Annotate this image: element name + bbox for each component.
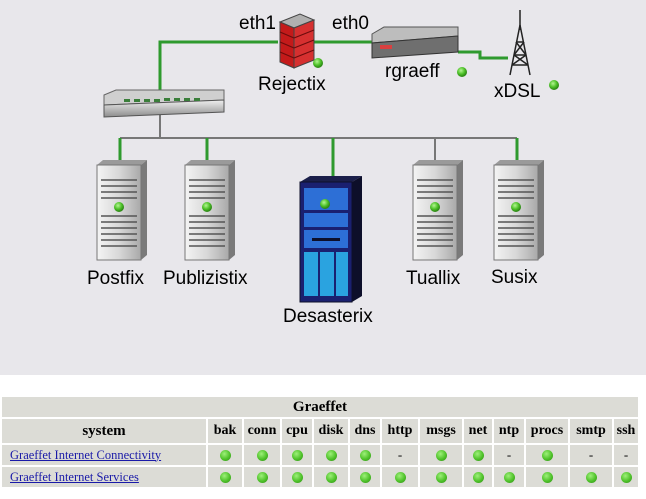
status-cell-net[interactable]	[464, 445, 492, 465]
node-publizistix-label[interactable]: Publizistix	[163, 268, 248, 289]
status-ok-icon[interactable]	[435, 471, 447, 483]
status-cell-bak[interactable]	[208, 445, 242, 465]
status-ok-icon[interactable]	[256, 471, 268, 483]
status-none-text: -	[397, 447, 403, 462]
status-ok-icon[interactable]	[472, 471, 484, 483]
system-column-header: system	[2, 419, 206, 443]
node-rejectix-label[interactable]: Rejectix	[258, 74, 326, 95]
status-cell-smtp[interactable]: -	[570, 445, 612, 465]
row-label-cell: Graeffet Internet Connectivity	[2, 445, 206, 465]
status-ok-icon[interactable]	[325, 449, 337, 461]
status-ok-icon[interactable]	[435, 449, 447, 461]
firewall-status-dot	[313, 58, 323, 68]
status-ok-icon[interactable]	[503, 471, 515, 483]
node-tuallix-label[interactable]: Tuallix	[406, 268, 461, 289]
status-cell-conn[interactable]	[244, 445, 280, 465]
status-cell-net[interactable]	[464, 467, 492, 487]
table-row: Graeffet Internet Services	[2, 467, 638, 487]
status-ok-icon[interactable]	[219, 471, 231, 483]
status-ok-icon[interactable]	[394, 471, 406, 483]
status-ok-icon[interactable]	[291, 471, 303, 483]
column-header-bak[interactable]: bak	[208, 419, 242, 443]
status-cell-dns[interactable]	[350, 467, 380, 487]
status-cell-disk[interactable]	[314, 445, 348, 465]
status-cell-ntp[interactable]	[494, 467, 524, 487]
iface-eth0-label: eth0	[332, 13, 369, 34]
node-desasterix-label[interactable]: Desasterix	[283, 306, 373, 327]
group-title-row: Graeffet	[2, 397, 638, 417]
node-postfix-label[interactable]: Postfix	[87, 268, 145, 289]
status-cell-dns[interactable]	[350, 445, 380, 465]
separator	[0, 375, 646, 395]
status-ok-icon[interactable]	[256, 449, 268, 461]
group-title: Graeffet	[2, 397, 638, 417]
server-desasterix-icon	[299, 176, 362, 303]
status-cell-msgs[interactable]	[420, 467, 462, 487]
status-cell-conn[interactable]	[244, 467, 280, 487]
status-cell-ssh[interactable]	[614, 467, 638, 487]
column-header-ssh[interactable]: ssh	[614, 419, 638, 443]
column-header-disk[interactable]: disk	[314, 419, 348, 443]
status-ok-icon[interactable]	[291, 449, 303, 461]
status-cell-http[interactable]	[382, 467, 418, 487]
topology-drawing	[96, 10, 559, 303]
iface-eth1-label: eth1	[239, 13, 276, 34]
status-cell-http[interactable]: -	[382, 445, 418, 465]
status-cell-bak[interactable]	[208, 467, 242, 487]
status-ok-icon[interactable]	[541, 449, 553, 461]
column-header-procs[interactable]: procs	[526, 419, 568, 443]
node-xdsl-label[interactable]: xDSL	[494, 81, 541, 102]
status-ok-icon[interactable]	[219, 449, 231, 461]
status-ok-icon[interactable]	[585, 471, 597, 483]
status-cell-cpu[interactable]	[282, 467, 312, 487]
router-icon	[371, 26, 467, 77]
status-none-text: -	[506, 447, 512, 462]
server-postfix-icon	[96, 160, 147, 261]
status-ok-icon[interactable]	[359, 449, 371, 461]
status-ok-icon[interactable]	[359, 471, 371, 483]
row-link[interactable]: Graeffet Internet Services	[10, 469, 139, 484]
column-header-conn[interactable]: conn	[244, 419, 280, 443]
status-ok-icon[interactable]	[325, 471, 337, 483]
status-none-text: -	[588, 447, 594, 462]
server-publizistix-icon	[184, 160, 235, 261]
status-cell-msgs[interactable]	[420, 445, 462, 465]
status-cell-procs[interactable]	[526, 445, 568, 465]
server-tuallix-icon	[412, 160, 463, 261]
status-cell-procs[interactable]	[526, 467, 568, 487]
row-link[interactable]: Graeffet Internet Connectivity	[10, 447, 162, 462]
column-header-net[interactable]: net	[464, 419, 492, 443]
firewall-icon	[278, 13, 323, 69]
network-topology-map: eth1 eth0 Rejectix rgraeff xDSL Postfix …	[87, 10, 559, 327]
network-switch-icon	[103, 89, 225, 118]
xdsl-status-dot	[549, 80, 559, 90]
column-header-http[interactable]: http	[382, 419, 418, 443]
server-susix-icon	[493, 160, 544, 261]
network-links	[118, 40, 519, 180]
status-none-text: -	[623, 447, 629, 462]
status-ok-icon[interactable]	[620, 471, 632, 483]
status-ok-icon[interactable]	[472, 449, 484, 461]
status-cell-smtp[interactable]	[570, 467, 612, 487]
column-header-dns[interactable]: dns	[350, 419, 380, 443]
table-row: Graeffet Internet Connectivity - - - -	[2, 445, 638, 465]
router-status-dot	[457, 67, 467, 77]
antenna-tower-icon	[509, 10, 559, 90]
column-header-smtp[interactable]: smtp	[570, 419, 612, 443]
status-cell-disk[interactable]	[314, 467, 348, 487]
column-header-msgs[interactable]: msgs	[420, 419, 462, 443]
status-cell-ntp[interactable]: -	[494, 445, 524, 465]
column-header-cpu[interactable]: cpu	[282, 419, 312, 443]
column-header-ntp[interactable]: ntp	[494, 419, 524, 443]
node-rgraeff-label[interactable]: rgraeff	[385, 61, 440, 82]
status-ok-icon[interactable]	[541, 471, 553, 483]
row-label-cell: Graeffet Internet Services	[2, 467, 206, 487]
node-susix-label[interactable]: Susix	[491, 267, 538, 288]
status-cell-ssh[interactable]: -	[614, 445, 638, 465]
status-cell-cpu[interactable]	[282, 445, 312, 465]
